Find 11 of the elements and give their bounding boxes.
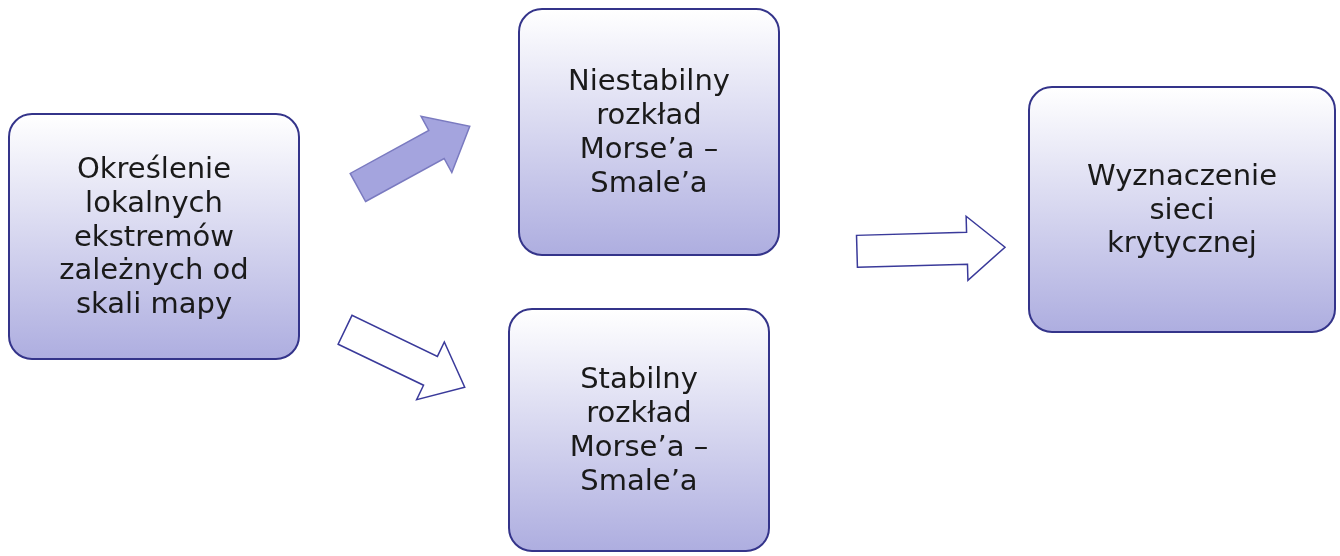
block-arrow — [855, 214, 1007, 282]
box-label: Wyznaczenie sieci krytycznej — [1086, 158, 1278, 261]
block-arrow — [349, 115, 471, 203]
process-box — [508, 308, 770, 552]
box-label: Określenie lokalnych ekstremów zależnych od skali mapy — [58, 151, 250, 322]
process-box — [1028, 86, 1336, 333]
box-label: Stabilny rozkład Morse’a – Smale’a — [568, 362, 710, 498]
box-label: Niestabilny rozkład Morse’a – Smale’a — [567, 64, 731, 200]
block-arrow — [337, 314, 466, 401]
process-box — [8, 113, 300, 360]
process-box — [518, 8, 780, 256]
